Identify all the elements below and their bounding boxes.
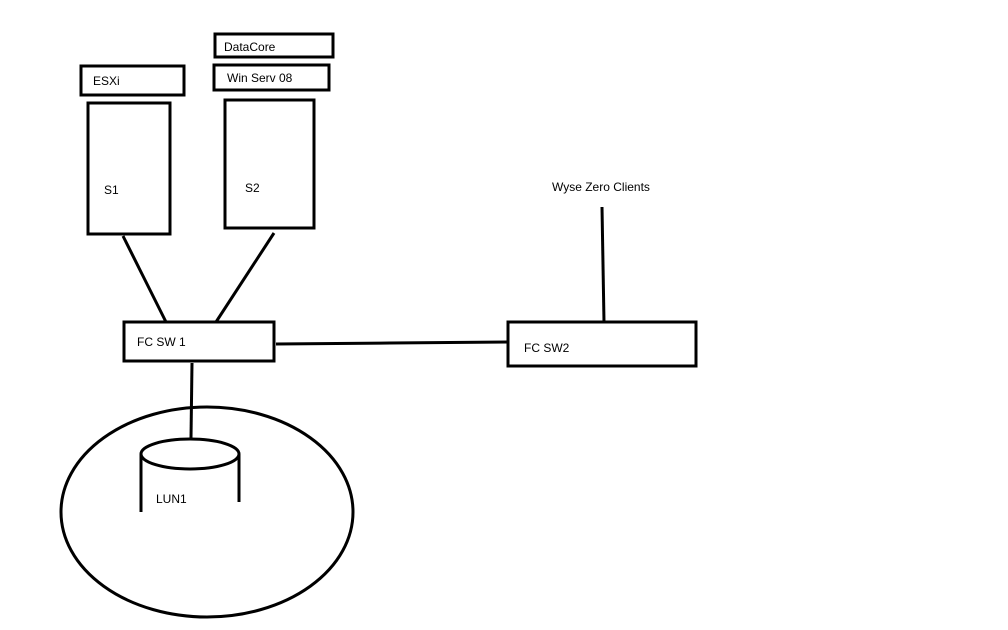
lun1-label: LUN1 [156, 492, 187, 506]
fc-switch-2 [506, 320, 698, 368]
winserv-label: Win Serv 08 [227, 71, 293, 85]
esxi-label: ESXi [93, 74, 120, 88]
link-wyse-fcsw2 [600, 206, 606, 323]
server-s1-label: S1 [104, 183, 119, 197]
wyse-clients-label: Wyse Zero Clients [552, 180, 650, 194]
server-s1 [86, 101, 172, 236]
winserv-label-box [212, 63, 331, 92]
server-s2 [223, 98, 316, 230]
esxi-label-box [79, 64, 186, 97]
lun1-cylinder [139, 437, 241, 512]
server-s2-label: S2 [245, 181, 260, 195]
link-s2-fcsw1 [214, 232, 276, 323]
datacore-label-box [213, 32, 335, 59]
link-fcsw1-fcsw2 [275, 340, 509, 346]
storage-pool-ellipse [59, 405, 355, 619]
datacore-label: DataCore [224, 40, 276, 54]
fc-switch-1 [122, 320, 276, 363]
fc-switch-2-label: FC SW2 [524, 341, 570, 355]
link-fcsw1-lun1 [189, 362, 194, 439]
fc-switch-1-label: FC SW 1 [137, 335, 186, 349]
link-s1-fcsw1 [121, 235, 174, 335]
